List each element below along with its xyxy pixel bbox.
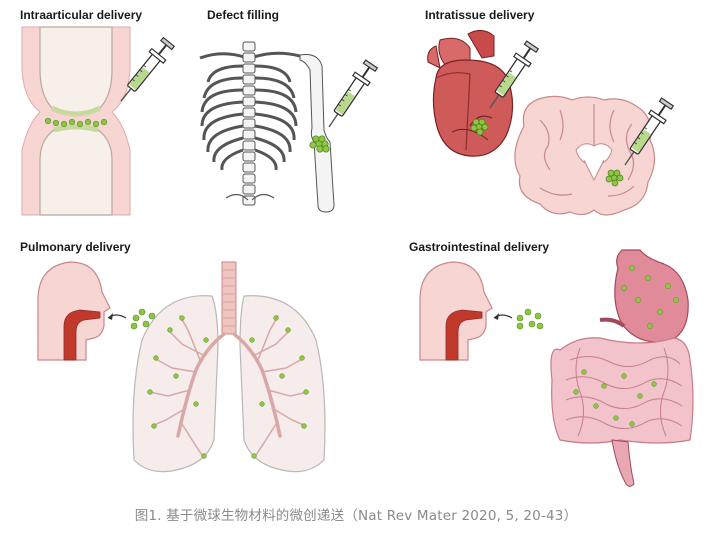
arrowhead-icon [108, 313, 113, 320]
panel-title-intratissue: Intratissue delivery [425, 8, 535, 22]
digestive-tract-illustration [550, 249, 694, 487]
panel-intratissue: Intratissue delivery [425, 8, 676, 216]
panel-title-pulmonary: Pulmonary delivery [20, 240, 131, 254]
ribcage-illustration [199, 41, 335, 213]
panel-title-defect: Defect filling [207, 8, 279, 22]
microsphere-cluster-defect [309, 135, 330, 153]
figure-caption: 图1. 基于微球生物材料的微创递送（Nat Rev Mater 2020, 5,… [134, 508, 578, 524]
ingested-microspheres [516, 308, 544, 330]
head-profile-illustration [419, 261, 493, 361]
brain-illustration [514, 95, 656, 216]
panel-gastrointestinal: Gastrointestinal delivery [409, 240, 694, 487]
syringe-icon [320, 57, 380, 134]
panel-pulmonary: Pulmonary delivery [20, 240, 326, 473]
heart-illustration [427, 30, 514, 157]
knee-joint-illustration [21, 26, 131, 216]
arrowhead-icon [494, 313, 499, 320]
panel-intraarticular: Intraarticular delivery [20, 8, 177, 216]
lungs-illustration [132, 261, 326, 473]
head-profile-illustration [37, 261, 111, 361]
panel-title-gastrointestinal: Gastrointestinal delivery [409, 240, 549, 254]
panel-defect-filling: Defect filling [199, 8, 380, 213]
panel-title-intraarticular: Intraarticular delivery [20, 8, 142, 22]
